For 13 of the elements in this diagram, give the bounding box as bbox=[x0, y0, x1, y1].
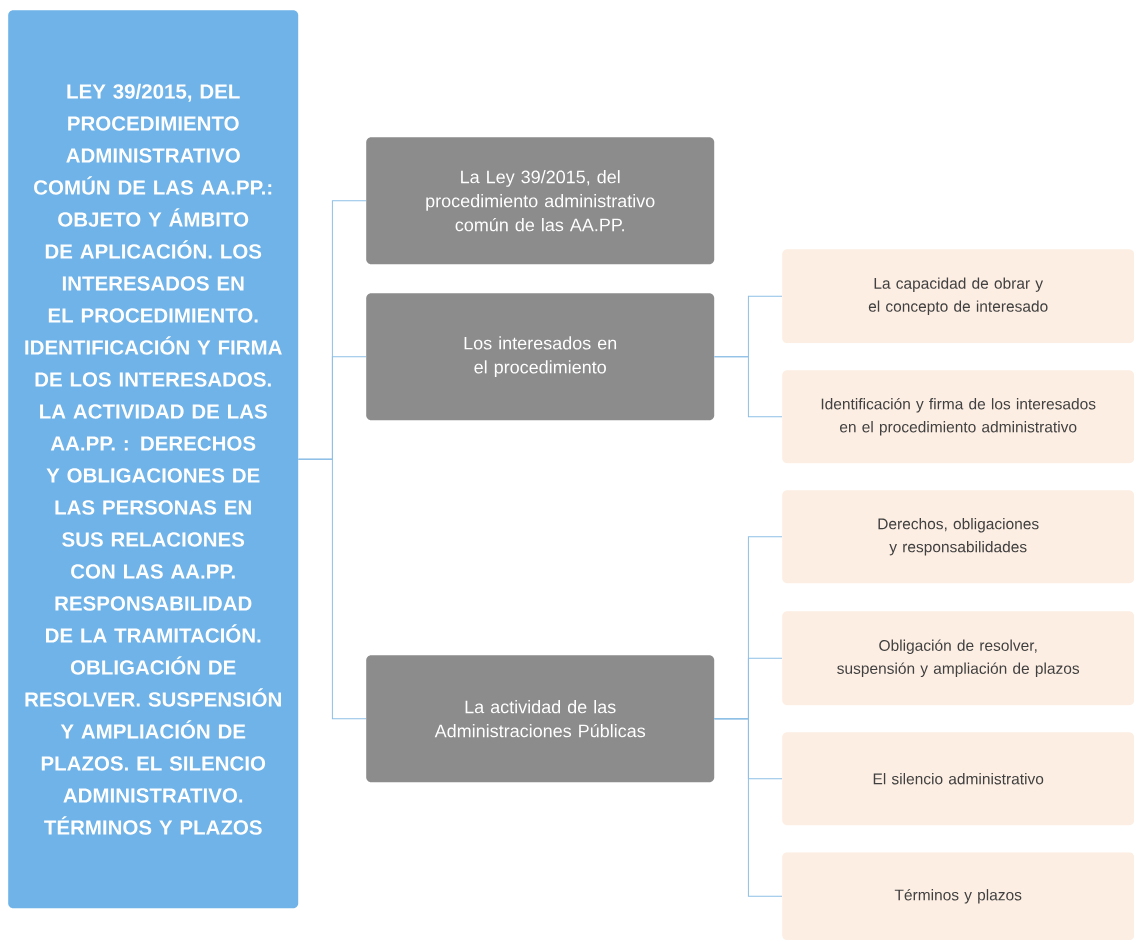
connector bbox=[713, 718, 783, 897]
subtopic-box: El silencio administrativo bbox=[782, 732, 1134, 826]
subtopic-box: Identificación y firma de los interesados en el procedimiento administrativo bbox=[782, 370, 1134, 464]
subtopic-box: Términos y plazos bbox=[782, 852, 1134, 940]
connector bbox=[713, 356, 783, 418]
subtopic-box: Obligación de resolver, suspensión y ampliación de plazos bbox=[782, 611, 1134, 706]
connector bbox=[297, 458, 367, 720]
subtopic-box: Derechos, obligaciones y responsabilidades bbox=[782, 490, 1134, 584]
topic-box: LEY 39/2015, DEL PROCEDIMIENTO ADMINISTRATIVO COMÚN DE LAS AA.PP.: OBJETO Y ÁMBITO DE APLICACIÓN. LOS INTERESADOS EN EL PROCEDIMIENTO. IDENTIFICACIÓN Y FIRMA DE LOS INTERESADOS. LA ACTIVIDAD DE LAS AA.PP. : DERECHOS Y OBLIGACIONES DE LAS PERSONAS EN SUS RELACIONES CON LAS AA.PP. RESPONSABILIDAD DE LA TRAMITACIÓN. OBLIGACIÓN DE RESOLVER. SUSPENSIÓN Y AMPLIACIÓN DE PLAZOS. EL SILENCIO ADMINISTRATIVO. TÉRMINOS Y PLAZOS bbox=[8, 10, 299, 909]
section-box: La Ley 39/2015, del procedimiento administrativo común de las AA.PP. bbox=[366, 137, 715, 265]
section-box: Los interesados en el procedimiento bbox=[366, 293, 715, 421]
subtopic-box: La capacidad de obrar y el concepto de interesado bbox=[782, 249, 1134, 344]
section-box: La actividad de las Administraciones Públicas bbox=[366, 655, 715, 783]
